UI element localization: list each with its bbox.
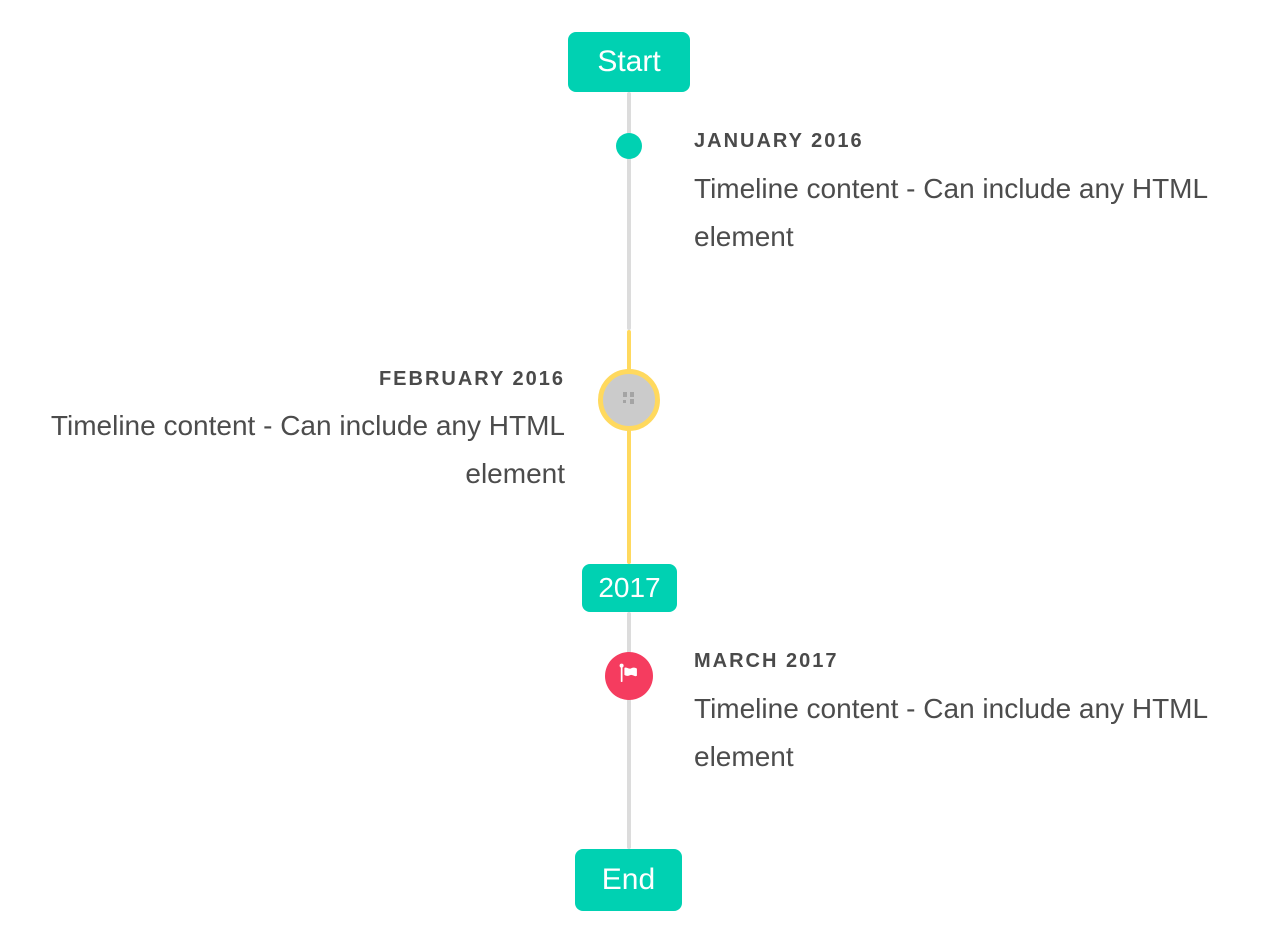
timeline-start-flag[interactable]: Start <box>568 32 690 92</box>
february-2016-content: Timeline content - Can include any HTML … <box>50 410 565 489</box>
broken-image-icon <box>621 390 637 411</box>
timeline-line-segment-bottom <box>627 612 631 849</box>
timeline-end-flag[interactable]: End <box>575 849 682 911</box>
february-2016-period-label: FEBRUARY 2016 <box>378 368 565 390</box>
timeline-line-highlight-segment <box>627 330 631 564</box>
flag-icon <box>617 662 641 691</box>
february-2016-marker-image-circle[interactable] <box>598 369 660 431</box>
march-2017-marker-flag-circle[interactable] <box>605 652 653 700</box>
timeline-year-badge-2017[interactable]: 2017 <box>582 564 677 612</box>
march-2017-period-label: MARCH 2017 <box>694 650 839 672</box>
january-2016-content: Timeline content - Can include any HTML … <box>694 173 1208 252</box>
timeline-line-segment-top <box>627 92 631 330</box>
march-2017-content: Timeline content - Can include any HTML … <box>694 693 1208 772</box>
january-2016-period-label: JANUARY 2016 <box>694 130 864 152</box>
january-2016-marker-dot[interactable] <box>616 133 642 159</box>
